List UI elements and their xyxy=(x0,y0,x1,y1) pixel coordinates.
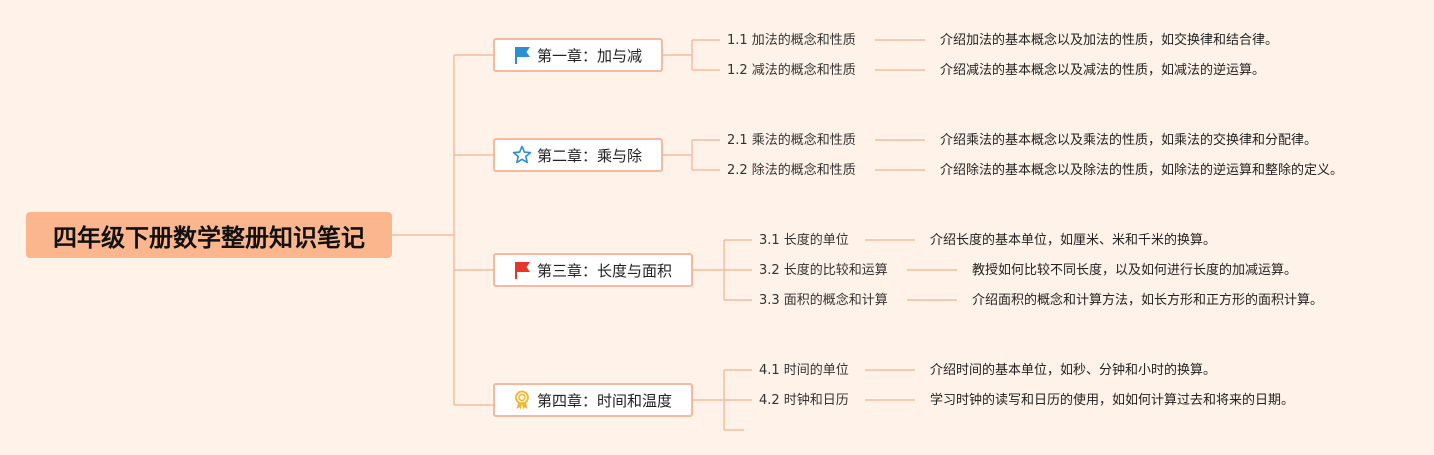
topic-desc-2-1: 介绍乘法的基本概念以及乘法的性质，如乘法的交换律和分配律。 xyxy=(940,133,1318,148)
topic-desc-4-2: 学习时钟的读写和日历的使用，如如何计算过去和将来的日期。 xyxy=(930,393,1295,408)
topic-2-1[interactable]: 2.1 乘法的概念和性质 xyxy=(727,133,856,148)
topic-1-2[interactable]: 1.2 减法的概念和性质 xyxy=(727,63,856,78)
chapter-node-2[interactable]: 第二章：乘与除 xyxy=(493,138,663,172)
topic-3-1[interactable]: 3.1 长度的单位 xyxy=(759,233,849,248)
topic-desc-4-1: 介绍时间的基本单位，如秒、分钟和小时的换算。 xyxy=(930,363,1217,378)
topic-3-3[interactable]: 3.3 面积的概念和计算 xyxy=(759,293,888,308)
topic-desc-2-2: 介绍除法的基本概念以及除法的性质，如除法的逆运算和整除的定义。 xyxy=(940,163,1344,178)
topic-desc-3-2: 教授如何比较不同长度，以及如何进行长度的加减运算。 xyxy=(972,263,1298,278)
topic-desc-3-1: 介绍长度的基本单位，如厘米、米和千米的换算。 xyxy=(930,233,1217,248)
chapter-node-1[interactable]: 第一章：加与减 xyxy=(493,38,663,72)
topic-2-2[interactable]: 2.2 除法的概念和性质 xyxy=(727,163,856,178)
chapter-title: 第一章：加与减 xyxy=(537,46,643,65)
topic-1-1[interactable]: 1.1 加法的概念和性质 xyxy=(727,33,856,48)
chapter-node-4[interactable]: 第四章：时间和温度 xyxy=(493,383,693,417)
chapter-title: 第二章：乘与除 xyxy=(537,146,643,165)
topic-desc-1-1: 介绍加法的基本概念以及加法的性质，如交换律和结合律。 xyxy=(940,33,1279,48)
chapter-node-3[interactable]: 第三章：长度与面积 xyxy=(493,253,693,287)
star-outline-icon xyxy=(511,144,533,166)
blue-flag-icon xyxy=(511,44,533,66)
topic-desc-1-2: 介绍减法的基本概念以及减法的性质，如减法的逆运算。 xyxy=(940,63,1266,78)
chapter-title: 第三章：长度与面积 xyxy=(537,261,673,280)
topic-3-2[interactable]: 3.2 长度的比较和运算 xyxy=(759,263,888,278)
topic-4-1[interactable]: 4.1 时间的单位 xyxy=(759,363,849,378)
topic-desc-3-3: 介绍面积的概念和计算方法，如长方形和正方形的面积计算。 xyxy=(972,293,1324,308)
chapter-title: 第四章：时间和温度 xyxy=(537,391,673,410)
topic-4-2[interactable]: 4.2 时钟和日历 xyxy=(759,393,849,408)
root-title: 四年级下册数学整册知识笔记 xyxy=(53,223,365,252)
root-topic[interactable]: 四年级下册数学整册知识笔记 xyxy=(26,212,392,258)
award-medal-icon xyxy=(511,389,533,411)
red-flag-icon xyxy=(511,259,533,281)
